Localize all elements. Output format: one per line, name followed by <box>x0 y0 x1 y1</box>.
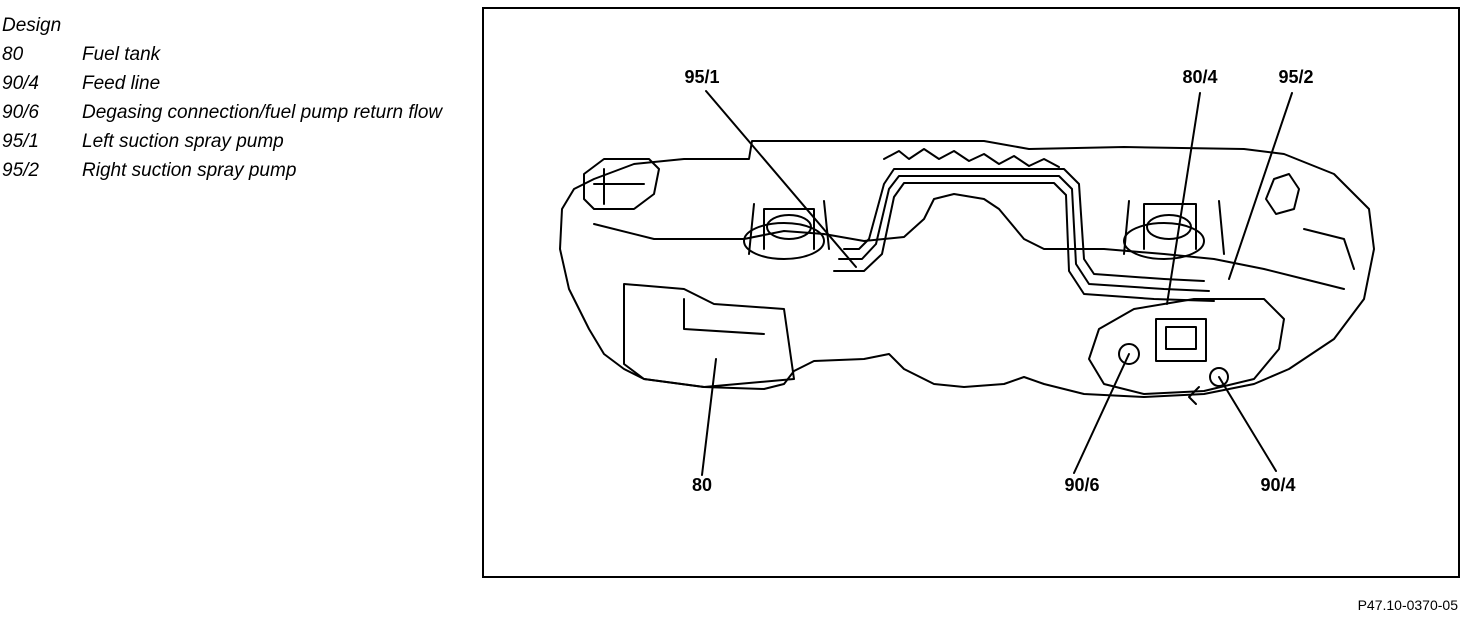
diagram-frame: 95/1 80/4 95/2 80 90/6 90/4 <box>482 7 1460 578</box>
legend-code: 90/4 <box>2 73 39 94</box>
feed-line-port <box>1209 367 1229 387</box>
tank-cut-edge <box>883 148 1060 168</box>
right-pump-housing <box>1123 222 1205 260</box>
legend-code: 95/2 <box>2 160 39 181</box>
callout-95-1: 95/1 <box>684 67 719 87</box>
left-pump-bracket <box>748 200 830 255</box>
right-pump-cap <box>1146 214 1192 240</box>
legend-code: 95/1 <box>2 131 39 152</box>
legend-item: 95/1 Left suction spray pump <box>2 130 472 154</box>
leader-line-95-1 <box>705 90 857 268</box>
legend-description: Degasing connection/fuel pump return flo… <box>82 102 443 123</box>
leader-line-90-4 <box>1218 376 1277 472</box>
callout-90-6: 90/6 <box>1064 475 1099 495</box>
leader-line-95-2 <box>1228 92 1293 280</box>
legend-description: Fuel tank <box>82 44 161 65</box>
feed-module-connector-inner <box>1165 326 1197 350</box>
callout-90-4: 90/4 <box>1260 475 1295 495</box>
feed-module-flange <box>1088 298 1285 395</box>
right-pump-bracket <box>1123 200 1225 255</box>
feed-module-connector <box>1155 318 1207 362</box>
legend-description: Feed line <box>82 73 161 94</box>
legend-description: Left suction spray pump <box>82 131 284 152</box>
tank-inner-contour <box>593 193 1345 290</box>
leader-line-90-6 <box>1073 353 1130 474</box>
tank-sump <box>623 283 795 388</box>
legend-item: 90/6 Degasing connection/fuel pump retur… <box>2 101 472 125</box>
return-flow-port <box>1118 343 1140 365</box>
filler-neck <box>583 158 660 210</box>
legend-item: 80 Fuel tank <box>2 43 472 67</box>
fuel-line-3 <box>833 182 1215 302</box>
legend-code: 90/6 <box>2 102 39 123</box>
filler-neck-detail <box>593 168 645 205</box>
feed-line-fitting <box>1188 386 1200 405</box>
legend-item: 95/2 Right suction spray pump <box>2 159 472 183</box>
right-pump-body <box>1143 203 1197 250</box>
fuel-line-2 <box>838 175 1210 292</box>
leader-line-80-4 <box>1166 92 1201 305</box>
callout-80-4: 80/4 <box>1182 67 1217 87</box>
leader-line-80 <box>701 358 717 476</box>
callout-95-2: 95/2 <box>1278 67 1313 87</box>
legend-item: 90/4 Feed line <box>2 72 472 96</box>
tank-right-end <box>1265 173 1300 215</box>
legend-heading: Design <box>2 15 62 36</box>
left-pump-cap <box>766 214 812 240</box>
legend-description: Right suction spray pump <box>82 160 297 181</box>
fuel-tank-outline <box>559 140 1375 398</box>
legend: Design 80 Fuel tank 90/4 Feed line 90/6 … <box>2 14 472 183</box>
fuel-line-1 <box>843 168 1205 282</box>
left-pump-housing <box>743 222 825 260</box>
figure-id: P47.10-0370-05 <box>1357 597 1458 613</box>
fuel-tank-diagram: 95/1 80/4 95/2 80 90/6 90/4 <box>559 67 1375 495</box>
legend-code: 80 <box>2 44 24 65</box>
callout-80: 80 <box>692 475 712 495</box>
tank-right-end-ridge <box>1303 228 1355 270</box>
tank-sump-inner <box>683 298 765 335</box>
